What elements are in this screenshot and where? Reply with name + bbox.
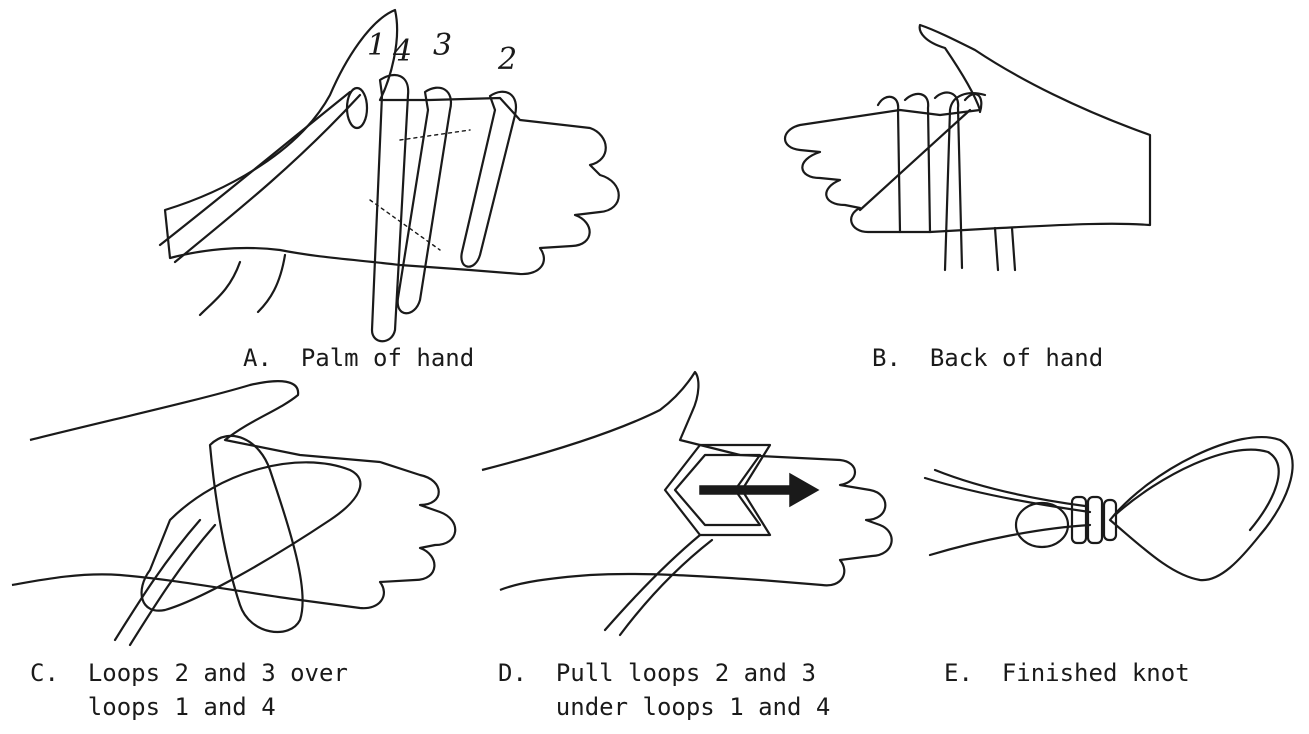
loop-number-2: 2: [498, 42, 517, 77]
caption-c-letter: C.: [30, 659, 59, 687]
caption-d-text-2: under loops 1 and 4: [556, 693, 831, 721]
caption-b: B. Back of hand: [872, 341, 1103, 375]
caption-e: E. Finished knot: [944, 656, 1190, 690]
panel-d-illustration: [482, 372, 892, 635]
panel-a-hand: [165, 10, 619, 274]
panel-a-wrist: [200, 255, 285, 315]
caption-a: A. Palm of hand: [243, 341, 474, 375]
panel-c-illustration: [12, 381, 455, 645]
panel-c-hand: [12, 381, 455, 608]
caption-b-letter: B.: [872, 344, 901, 372]
loop-number-3: 3: [433, 28, 452, 63]
panel-e-knot-ring: [1016, 503, 1068, 547]
caption-a-letter: A.: [243, 344, 272, 372]
panel-e-illustration: [925, 437, 1293, 580]
panel-a-illustration: [160, 10, 619, 341]
loop-number-4: 4: [393, 34, 412, 69]
panel-b-illustration: [785, 25, 1150, 270]
panel-b-wrist: [995, 228, 1015, 270]
panel-e-wrap-2: [1088, 497, 1102, 543]
loop-number-1: 1: [367, 28, 386, 63]
caption-c: C. Loops 2 and 3 over loops 1 and 4: [30, 656, 348, 724]
caption-c-text-1: Loops 2 and 3 over: [88, 659, 348, 687]
caption-e-text: Finished knot: [1002, 659, 1190, 687]
caption-a-text: Palm of hand: [301, 344, 474, 372]
caption-b-text: Back of hand: [930, 344, 1103, 372]
caption-d-letter: D.: [498, 659, 527, 687]
caption-c-text-2: loops 1 and 4: [88, 693, 276, 721]
caption-e-letter: E.: [944, 659, 973, 687]
panel-d-hand: [482, 372, 892, 590]
caption-d-text-1: Pull loops 2 and 3: [556, 659, 816, 687]
panel-b-hand: [785, 25, 1150, 232]
panel-e-left-strands: [925, 470, 1090, 555]
caption-d: D. Pull loops 2 and 3 under loops 1 and …: [498, 656, 830, 724]
